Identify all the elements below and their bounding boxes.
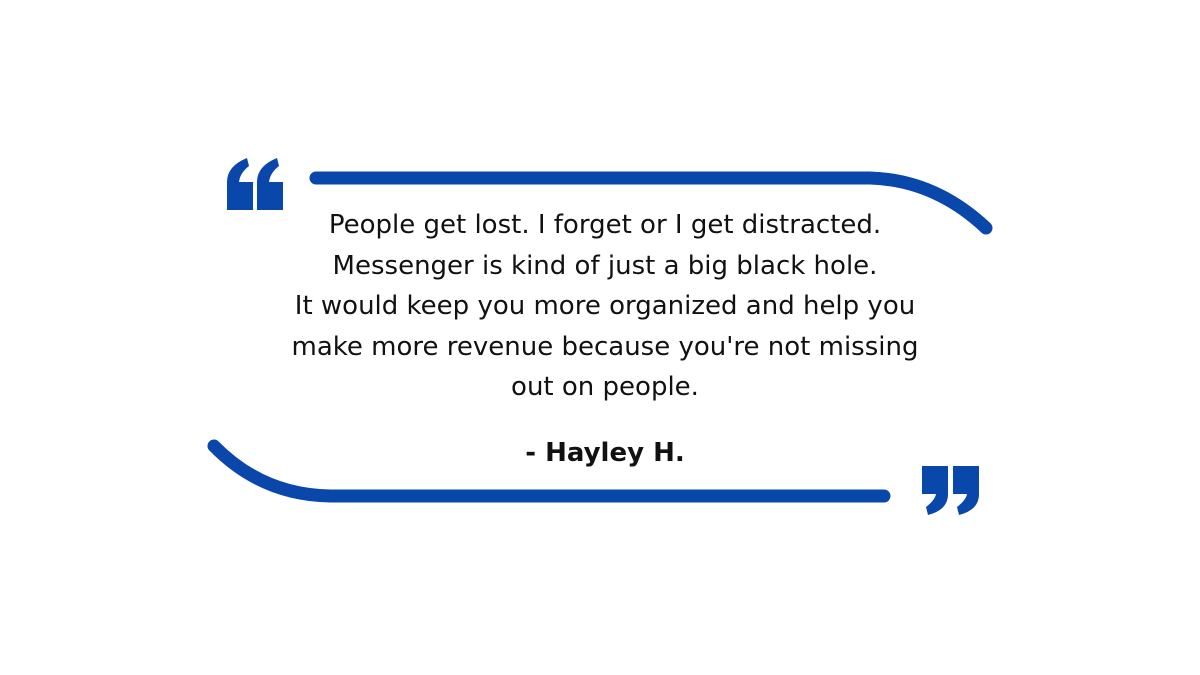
quote-line: It would keep you more organized and hel… [294, 291, 916, 321]
quote-line: make more revenue because you're not mis… [291, 331, 919, 362]
quote-author: - Hayley H. [525, 438, 685, 468]
quote-line: People get lost. I forget or I get distr… [328, 210, 882, 240]
quote-text: People get lost. I forget or I get distr… [250, 205, 960, 408]
bottom-accent-line [207, 439, 891, 503]
open-quote-icon [227, 158, 283, 210]
close-quote-icon [922, 466, 979, 515]
quote-line: Messenger is kind of just a big black ho… [332, 250, 878, 281]
quote-line: out on people. [511, 372, 699, 402]
top-accent-line [309, 171, 993, 235]
